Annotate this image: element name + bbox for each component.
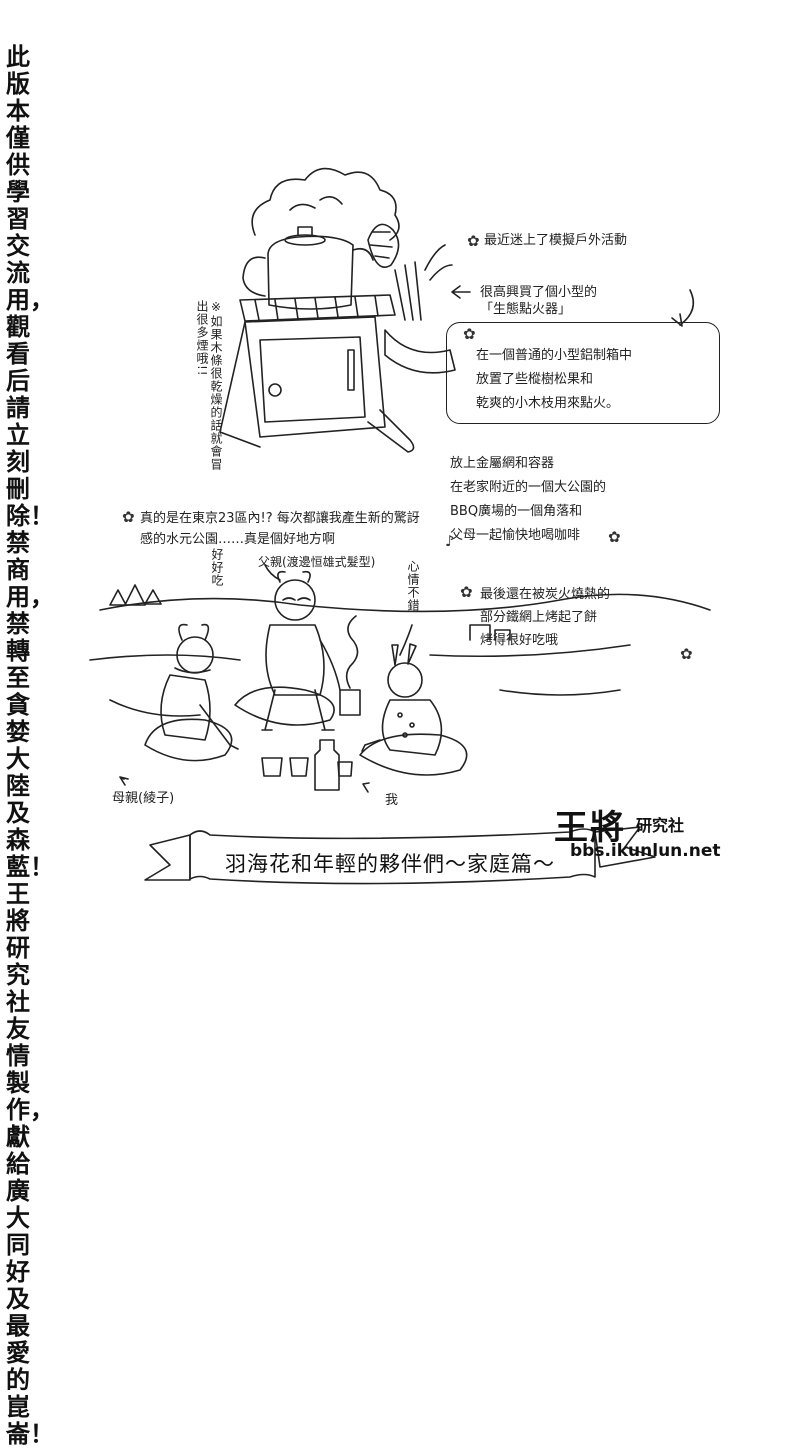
rock-right	[359, 733, 468, 776]
landscape	[99, 593, 711, 613]
description-box	[446, 322, 720, 424]
smoke-cloud	[251, 167, 400, 241]
flower-icon: ✿	[608, 528, 621, 546]
ribbon-banner	[189, 828, 596, 885]
father-figure	[261, 570, 341, 731]
cup	[261, 757, 283, 777]
box-note: 在一個普通的小型鋁制箱中 放置了些樅樹松果和 乾爽的小木枝用來點火。	[476, 348, 633, 411]
roast-note: 最後還在被炭火燒熱的 部分鐵網上烤起了餅 烤得很好吃哦	[480, 587, 611, 648]
ribbon-title: 羽海花和年輕的夥伴們〜家庭篇〜	[225, 852, 555, 876]
me-figure	[361, 643, 443, 756]
flower-icon: ✿	[463, 325, 476, 343]
grill-grate	[239, 294, 396, 322]
ground-stove	[339, 689, 361, 716]
flower-icon: ✿	[122, 508, 135, 526]
logo-main: 王將	[554, 808, 626, 848]
me-label: 我	[385, 793, 399, 808]
interest-note: 最近迷上了模擬戶外活動	[484, 233, 628, 248]
purchase-note: 很高興買了個小型的 「生態點火器」	[480, 285, 598, 317]
mood-label: 心情不錯	[406, 560, 420, 612]
logo-sub: 研究社	[636, 816, 685, 835]
stove-caption: ※如果木條很乾燥的話就會冒出很多煙哦!!	[195, 300, 223, 471]
father-label: 父親(渡邊恒雄式髮型)	[258, 555, 376, 569]
bottle	[314, 739, 340, 791]
logo-url: bbs.ikunlun.net	[570, 841, 721, 861]
arrow	[671, 289, 695, 327]
container-note: 放上金屬網和容器 在老家附近的一個大公園的 BBQ廣場的一個角落和 父母一起愉快…	[450, 456, 607, 543]
cup	[337, 761, 353, 777]
flower-icon: ✿	[680, 645, 693, 663]
flower-icon: ✿	[467, 232, 480, 250]
music-note-icon: ♪	[445, 532, 455, 550]
pine-cone	[367, 223, 400, 268]
illustration-drawing	[89, 167, 711, 885]
stove-box	[244, 316, 386, 438]
mother-label: 母親(綾子)	[112, 791, 175, 806]
rock-left	[144, 718, 233, 762]
mother-figure	[160, 623, 239, 750]
flower-icon: ✿	[460, 583, 473, 601]
kettle	[267, 235, 354, 310]
delicious-label: 好好吃	[210, 548, 224, 587]
cup	[289, 757, 309, 777]
tokyo-note: 真的是在東京23區內!? 每次都讓我產生新的驚訝 感的水元公園……真是個好地方啊	[140, 511, 420, 547]
rock-center	[234, 686, 335, 726]
